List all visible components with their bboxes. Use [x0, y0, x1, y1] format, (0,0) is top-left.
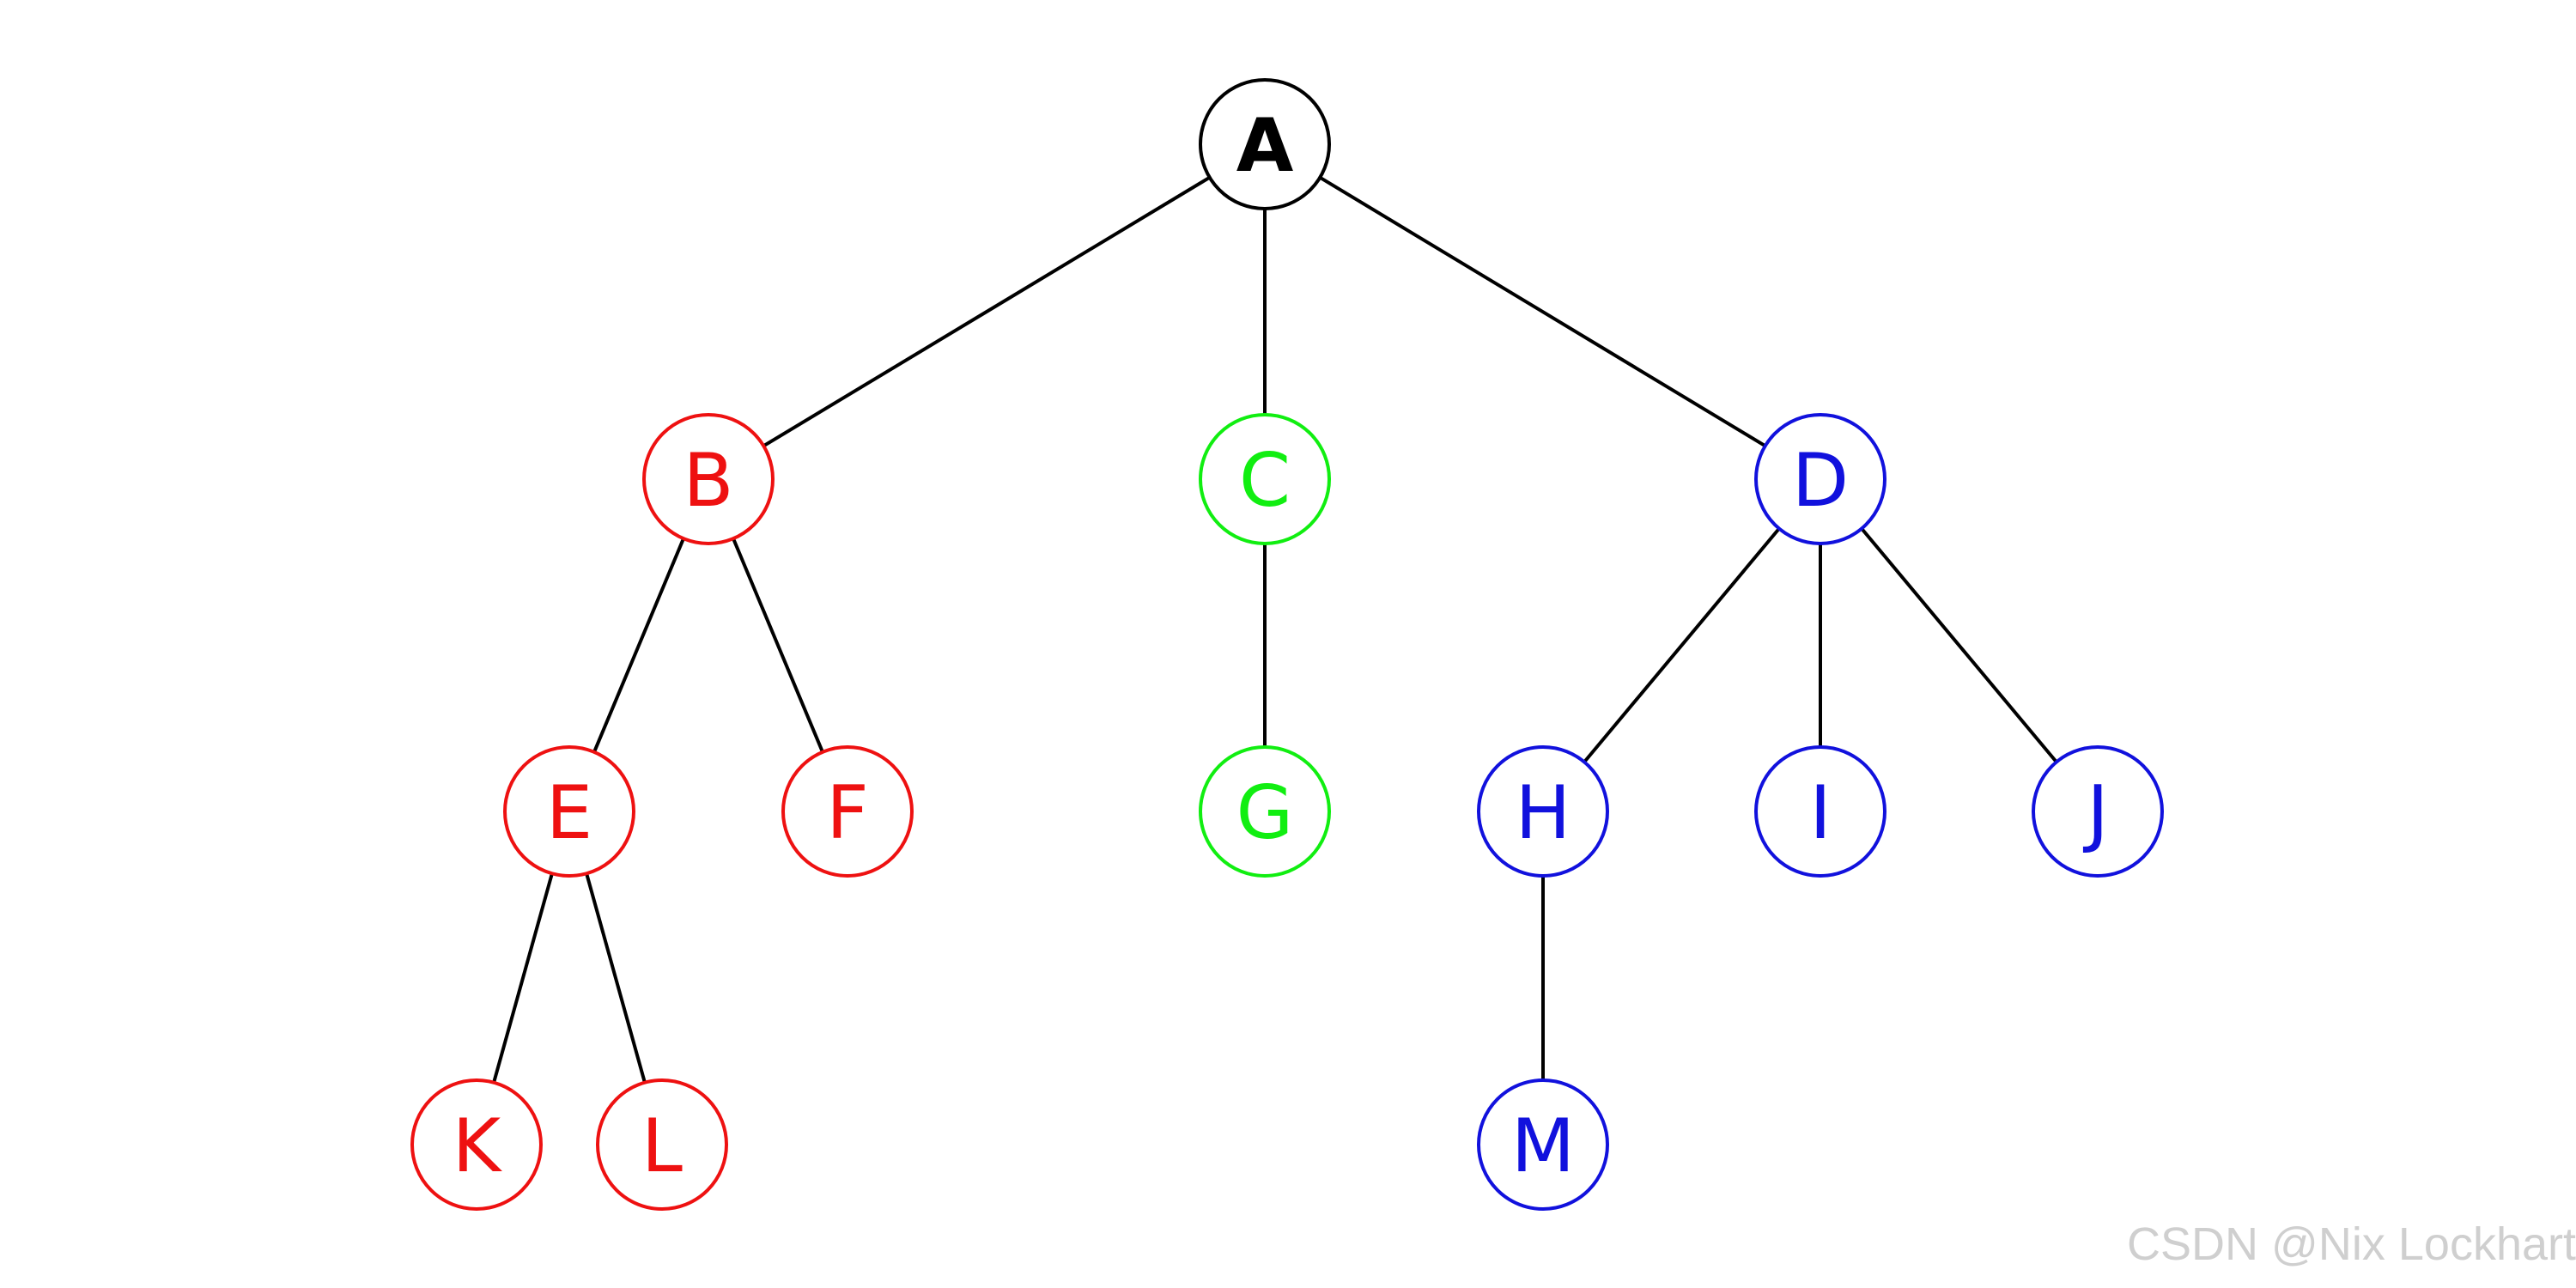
node-label-f: F	[826, 770, 868, 856]
node-label-m: M	[1511, 1103, 1575, 1189]
node-label-l: L	[641, 1103, 683, 1189]
node-label-i: I	[1809, 770, 1831, 856]
edge-d-j	[1860, 527, 2058, 763]
edge-d-h	[1583, 527, 1781, 763]
node-k: K	[410, 1078, 543, 1211]
node-j: J	[2032, 745, 2164, 878]
edge-a-d	[1319, 175, 1766, 448]
edge-a-b	[762, 175, 1211, 448]
node-label-e: E	[546, 770, 592, 856]
node-a: A	[1199, 78, 1331, 210]
node-circle-g	[1199, 745, 1331, 878]
node-l: L	[596, 1078, 728, 1211]
node-m: M	[1477, 1078, 1609, 1211]
edges-layer	[492, 175, 2058, 1084]
node-circle-k	[410, 1078, 543, 1211]
node-f: F	[781, 745, 914, 878]
node-label-k: K	[453, 1103, 503, 1189]
edge-e-l	[585, 872, 647, 1084]
node-circle-j	[2032, 745, 2164, 878]
nodes-layer: A B C D E F G H I J K L M	[410, 78, 2164, 1211]
node-circle-e	[503, 745, 635, 878]
node-circle-a	[1199, 78, 1331, 210]
node-i: I	[1754, 745, 1886, 878]
node-circle-b	[642, 413, 775, 545]
node-e: E	[503, 745, 635, 878]
node-circle-c	[1199, 413, 1331, 545]
node-circle-i	[1754, 745, 1886, 878]
edge-e-k	[492, 872, 554, 1084]
edge-b-f	[732, 538, 824, 753]
edge-b-e	[592, 538, 685, 753]
node-g: G	[1199, 745, 1331, 878]
node-label-c: C	[1239, 438, 1291, 524]
watermark: CSDN @Nix Lockhart	[2127, 1218, 2576, 1270]
node-h: H	[1477, 745, 1609, 878]
node-d: D	[1754, 413, 1886, 545]
node-label-d: D	[1792, 438, 1849, 524]
node-circle-m	[1477, 1078, 1609, 1211]
node-label-j: J	[2082, 770, 2108, 856]
node-label-a: A	[1236, 103, 1294, 189]
node-circle-d	[1754, 413, 1886, 545]
node-label-g: G	[1236, 770, 1294, 856]
node-label-h: H	[1516, 770, 1571, 856]
node-circle-l	[596, 1078, 728, 1211]
node-c: C	[1199, 413, 1331, 545]
node-circle-f	[781, 745, 914, 878]
node-label-b: B	[683, 438, 734, 524]
node-b: B	[642, 413, 775, 545]
node-circle-h	[1477, 745, 1609, 878]
